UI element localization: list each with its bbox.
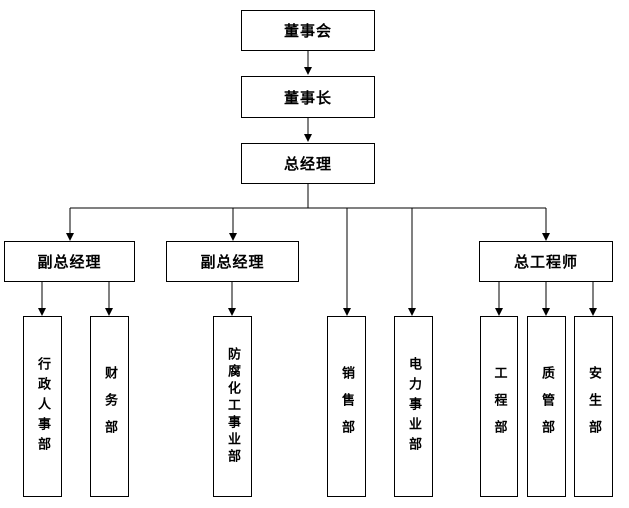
dept-sales: 销售部 xyxy=(327,316,366,497)
dept-safety: 安生部 xyxy=(574,316,613,497)
dept-hr-admin: 行政人事部 xyxy=(23,316,62,497)
deputy-gm-node-2: 副总经理 xyxy=(166,241,299,282)
dept-finance: 财务部 xyxy=(90,316,129,497)
dept-engineering: 工程部 xyxy=(480,316,518,497)
chairman-node: 董事长 xyxy=(241,76,375,118)
deputy-gm-node-1: 副总经理 xyxy=(4,241,135,282)
dept-anticorrosion-chemical: 防腐化工事业部 xyxy=(213,316,252,497)
board-node: 董事会 xyxy=(241,10,375,51)
general-manager-node: 总经理 xyxy=(241,143,375,184)
dept-quality: 质管部 xyxy=(527,316,566,497)
dept-electric-power: 电力事业部 xyxy=(394,316,433,497)
chief-engineer-node: 总工程师 xyxy=(479,241,613,282)
